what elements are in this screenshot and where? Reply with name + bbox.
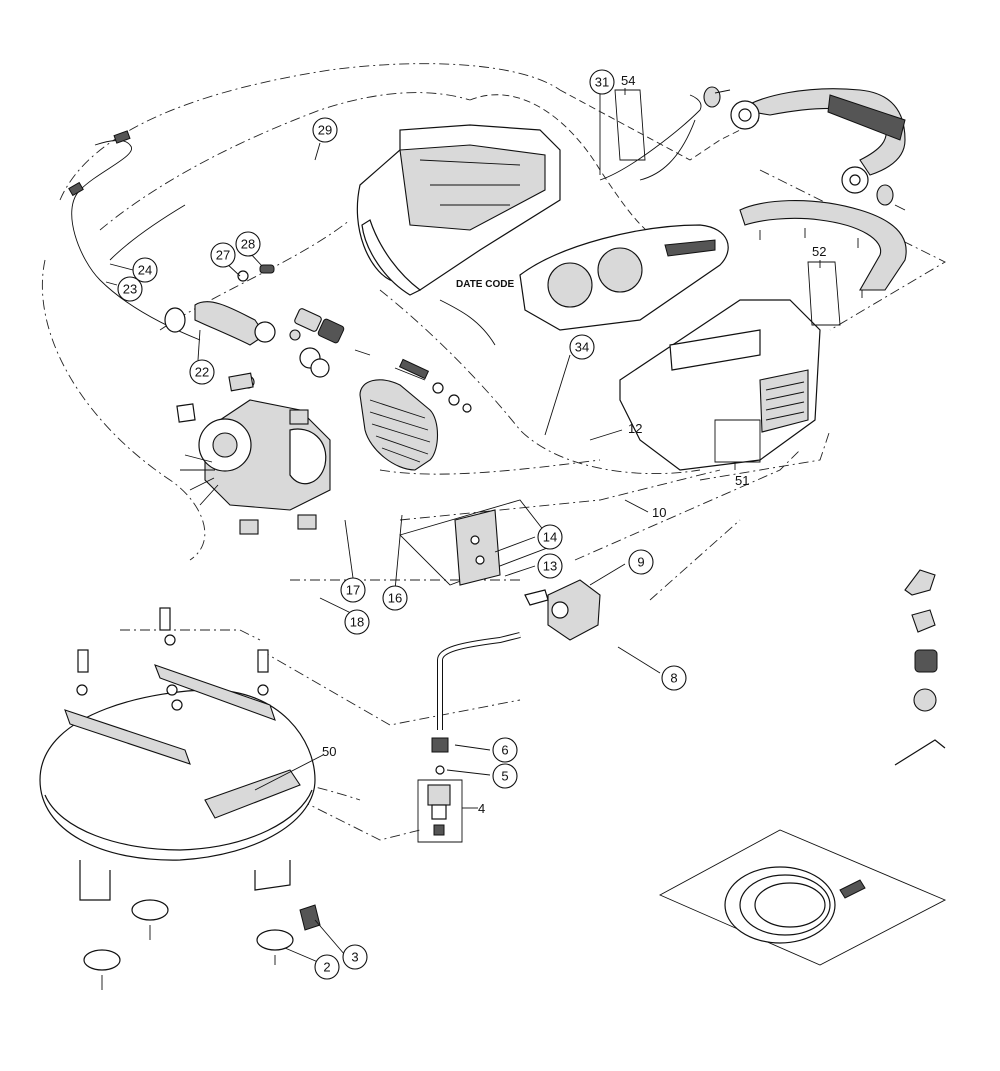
date-code-label: DATE CODE [456, 279, 514, 290]
inflation-needle-icon [894, 739, 946, 766]
cord-clip-icon [68, 181, 84, 197]
callout-6-circle [492, 737, 518, 763]
callout-5: 5 [501, 769, 508, 784]
check-valve-fittings [417, 737, 463, 843]
callout-leaders [105, 88, 821, 966]
callout-2-circle [314, 954, 340, 980]
coupler-icon [914, 649, 938, 673]
rubber-feet [83, 899, 321, 990]
callout-52: 52 [812, 244, 826, 259]
callout-16: 16 [388, 591, 402, 606]
callout-18: 18 [350, 615, 364, 630]
callout-5-circle [492, 763, 518, 789]
carry-handle [703, 86, 906, 211]
callout-24: 24 [138, 263, 152, 278]
piston-rod-assembly [164, 264, 330, 378]
accessory-kit [894, 569, 946, 766]
callout-31: 31 [595, 75, 609, 90]
callout-27-circle [210, 242, 236, 268]
compressor-motor [176, 372, 331, 535]
callout-34: 34 [575, 340, 589, 355]
callout-4: 4 [478, 801, 485, 816]
tank-mount-brackets [64, 607, 276, 765]
callout-34-circle [569, 334, 595, 360]
callout-12: 12 [628, 421, 642, 436]
handle-bushing-icon [703, 86, 721, 108]
callout-17: 17 [346, 583, 360, 598]
callout-18-circle [344, 609, 370, 635]
vent-grille-panel [359, 379, 439, 471]
callout-29: 29 [318, 123, 332, 138]
callout-22-circle [189, 359, 215, 385]
callout-8: 8 [670, 671, 677, 686]
plug-icon [913, 688, 937, 712]
callout-23-circle [117, 276, 143, 302]
callout-51: 51 [735, 473, 749, 488]
callout-14-circle [537, 524, 563, 550]
coiled-hose [658, 829, 947, 966]
tapered-nozzle-icon [911, 609, 936, 633]
callout-13-circle [537, 553, 563, 579]
callout-16-circle [382, 585, 408, 611]
callout-24-circle [132, 257, 158, 283]
tank-label-icon [204, 769, 301, 819]
handle-grip-icon [827, 94, 906, 141]
callout-28-circle [235, 231, 261, 257]
callout-9: 9 [637, 555, 644, 570]
callout-23: 23 [123, 282, 137, 297]
callout-22: 22 [195, 365, 209, 380]
gauge-opening-icon [597, 247, 643, 293]
callout-29-circle [312, 117, 338, 143]
callout-13: 13 [543, 559, 557, 574]
callout-10: 10 [652, 505, 666, 520]
power-cord-wiring [68, 94, 702, 346]
pressure-switch [524, 579, 601, 641]
callout-8-circle [661, 665, 687, 691]
callout-31-circle [589, 69, 615, 95]
callout-6: 6 [501, 743, 508, 758]
air-hose [437, 632, 521, 730]
callout-50: 50 [322, 744, 336, 759]
valve-plate [399, 499, 556, 586]
callout-54: 54 [621, 73, 635, 88]
callout-3-circle [342, 944, 368, 970]
cylinder-head-parts [294, 308, 472, 413]
top-cover-panel [519, 224, 729, 331]
callout-17-circle [340, 577, 366, 603]
handle-bracket [739, 200, 907, 298]
callout-9-circle [628, 549, 654, 575]
blow-gun-nozzle-icon [904, 569, 936, 596]
cord-clip-icon [113, 130, 131, 144]
handle-bushing-icon [876, 184, 894, 206]
callout-3: 3 [351, 950, 358, 965]
callout-2: 2 [323, 960, 330, 975]
gauge-opening-icon [547, 262, 593, 308]
callout-14: 14 [543, 530, 557, 545]
upper-shroud [356, 124, 561, 296]
callout-28: 28 [241, 237, 255, 252]
vent-grille-icon [759, 369, 809, 433]
side-shroud [619, 299, 821, 471]
label-sheets [614, 89, 841, 463]
callout-27: 27 [216, 248, 230, 263]
callout-labels: 29 31 54 27 28 24 23 22 34 12 10 52 51 1… [117, 69, 826, 980]
